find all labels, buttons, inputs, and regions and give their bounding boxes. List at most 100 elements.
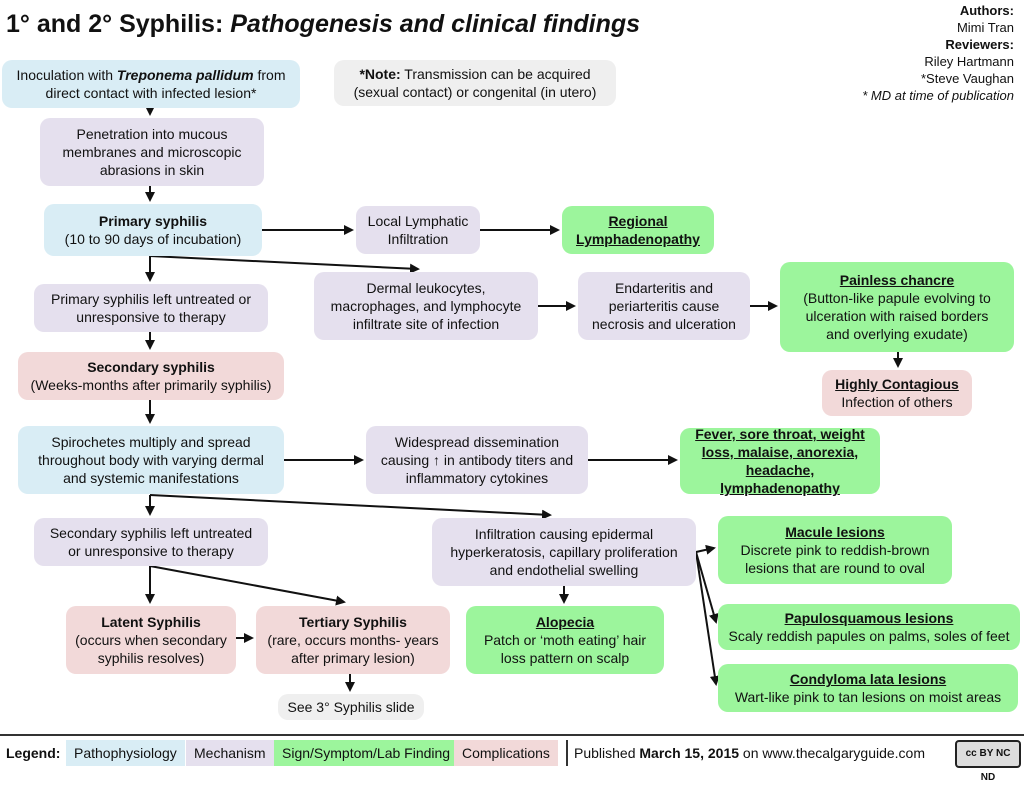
legend-bar	[0, 734, 1024, 770]
text-line: membranes and microscopic	[62, 144, 242, 160]
text-line: (occurs when secondary	[75, 632, 227, 648]
node-title: Latent Syphilis	[101, 614, 201, 630]
text-line: Spirochetes multiply and spread	[51, 434, 251, 450]
text-line: (10 to 90 days of incubation)	[64, 231, 242, 247]
text-line: inflammatory cytokines	[405, 470, 549, 486]
text-line: loss pattern on scalp	[500, 650, 630, 666]
node-title: Condyloma lata lesions	[789, 671, 947, 687]
published-date: March 15, 2015	[639, 745, 740, 761]
node-penetration: Penetration into mucous membranes and mi…	[40, 118, 264, 186]
text-line: Regional	[608, 213, 668, 229]
node-endarteritis: Endarteritis and periarteritis cause nec…	[578, 272, 750, 340]
legend-complications: Complications	[454, 740, 558, 766]
node-see-tertiary-slide[interactable]: See 3° Syphilis slide	[278, 694, 424, 720]
inoculation-post: from	[253, 67, 286, 83]
text-line: and overlying exudate)	[826, 326, 968, 342]
text-line: See 3° Syphilis slide	[287, 699, 415, 715]
creative-commons-logo-icon[interactable]: cc BY NC ND	[955, 740, 1021, 783]
legend-sign: Sign/Symptom/Lab Finding	[274, 740, 459, 766]
node-dermal-infiltrate: Dermal leukocytes, macrophages, and lymp…	[314, 272, 538, 340]
node-macule-lesions: Macule lesions Discrete pink to reddish-…	[718, 516, 952, 584]
text-line: or unresponsive to therapy	[68, 543, 234, 559]
title-subtitle: Pathogenesis and clinical findings	[230, 10, 641, 38]
arrow	[149, 494, 552, 520]
node-highly-contagious: Highly Contagious Infection of others	[822, 370, 972, 416]
node-papulosquamous-lesions: Papulosquamous lesions Scaly reddish pap…	[718, 604, 1020, 650]
node-primary-syphilis: Primary syphilis (10 to 90 days of incub…	[44, 204, 262, 256]
text-line: (rare, occurs months- years	[267, 632, 439, 648]
text-line: ulceration with raised borders	[805, 308, 989, 324]
text-line: Dermal leukocytes,	[366, 280, 486, 296]
arrow	[695, 544, 716, 555]
published-pre: Published	[574, 745, 640, 761]
legend-label: Legend:	[6, 745, 61, 761]
node-regional-lymphadenopathy: Regional Lymphadenopathy	[562, 206, 714, 254]
node-title: Painless chancre	[839, 272, 955, 288]
text-line: Fever, sore throat, weight	[695, 426, 865, 442]
inoculation-pre: Inoculation with	[16, 67, 117, 83]
node-secondary-untreated: Secondary syphilis left untreated or unr…	[34, 518, 268, 566]
text-line: and endothelial swelling	[489, 562, 639, 578]
text-line: unresponsive to therapy	[76, 309, 226, 325]
node-inoculation: Inoculation with Treponema pallidum from…	[2, 60, 300, 108]
text-line: loss, malaise, anorexia,	[701, 444, 859, 460]
node-epidermal-infiltration: Infiltration causing epidermal hyperkera…	[432, 518, 696, 586]
text-line: Discrete pink to reddish-brown	[740, 542, 930, 558]
node-primary-untreated: Primary syphilis left untreated or unres…	[34, 284, 268, 332]
node-local-lymphatic: Local Lymphatic Infiltration	[356, 206, 480, 254]
node-title: Tertiary Syphilis	[299, 614, 407, 630]
md-note: * MD at time of publication	[862, 88, 1014, 103]
authors-block: Authors: Mimi Tran Reviewers: Riley Hart…	[862, 2, 1014, 104]
node-title: Macule lesions	[785, 524, 885, 540]
text-line: Secondary syphilis left untreated	[49, 525, 253, 541]
text-line: (Button-like papule evolving to	[803, 290, 991, 306]
text-line: Primary syphilis left untreated or	[51, 291, 251, 307]
node-title: Primary syphilis	[98, 213, 208, 229]
text-line: macrophages, and lymphocyte	[330, 298, 522, 314]
reviewers-label: Reviewers:	[945, 37, 1014, 52]
author-name: Mimi Tran	[956, 20, 1014, 35]
note-line2: (sexual contact) or congenital (in utero…	[353, 84, 597, 100]
text-line: causing ↑ in antibody titers and	[380, 452, 574, 468]
node-alopecia: Alopecia Patch or ‘moth eating’ hair los…	[466, 606, 664, 674]
license-badge-text: cc BY NC ND	[965, 748, 1011, 783]
text-line: hyperkeratosis, capillary proliferation	[450, 544, 678, 560]
text-line: Scaly reddish papules on palms, soles of…	[728, 628, 1010, 644]
arrow	[149, 565, 346, 606]
organism-name: Treponema pallidum	[116, 67, 254, 83]
page-title: 1° and 2° Syphilis: Pathogenesis and cli…	[6, 10, 640, 39]
text-line: Infiltration	[387, 231, 449, 247]
text-line: throughout body with varying dermal	[38, 452, 264, 468]
published-note: Published March 15, 2015 on www.thecalga…	[574, 740, 925, 766]
title-main: 1° and 2° Syphilis:	[6, 10, 224, 38]
text-line: Infection of others	[841, 394, 953, 410]
text-line: Widespread dissemination	[394, 434, 560, 450]
text-line: Patch or ‘moth eating’ hair	[483, 632, 647, 648]
reviewer-name: *Steve Vaughan	[921, 71, 1014, 86]
text-line: Lymphadenopathy	[576, 231, 700, 247]
note-label: *Note:	[359, 66, 401, 82]
node-latent-syphilis: Latent Syphilis (occurs when secondary s…	[66, 606, 236, 674]
text-line: and systemic manifestations	[63, 470, 239, 486]
text-line: Penetration into mucous	[76, 126, 228, 142]
node-title: Secondary syphilis	[87, 359, 215, 375]
node-widespread-dissemination: Widespread dissemination causing ↑ in an…	[366, 426, 588, 494]
node-secondary-syphilis: Secondary syphilis (Weeks-months after p…	[18, 352, 284, 400]
legend-divider	[566, 740, 568, 766]
text-line: periarteritis cause	[608, 298, 720, 314]
node-tertiary-syphilis: Tertiary Syphilis (rare, occurs months- …	[256, 606, 450, 674]
text-line: Wart-like pink to tan lesions on moist a…	[734, 689, 1002, 705]
text-line: abrasions in skin	[99, 162, 205, 178]
published-post: on www.thecalgaryguide.com	[739, 745, 926, 761]
node-condyloma-lata: Condyloma lata lesions Wart-like pink to…	[718, 664, 1018, 712]
text-line: Infiltration causing epidermal	[474, 526, 654, 542]
text-line: (Weeks-months after primarily syphilis)	[30, 377, 272, 393]
arrow	[695, 551, 719, 624]
text-line: after primary lesion)	[291, 650, 415, 666]
text-line: headache, lymphadenopathy	[720, 462, 840, 496]
legend-mechanism: Mechanism	[186, 740, 274, 766]
text-line: necrosis and ulceration	[592, 316, 736, 332]
node-spirochetes: Spirochetes multiply and spread througho…	[18, 426, 284, 494]
authors-label: Authors:	[959, 3, 1014, 18]
node-title: Highly Contagious	[835, 376, 959, 392]
